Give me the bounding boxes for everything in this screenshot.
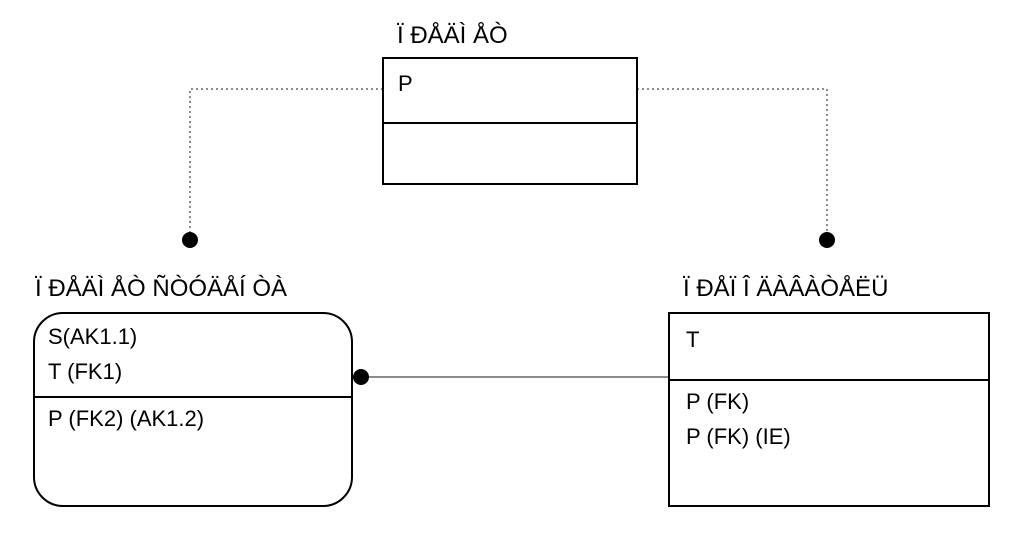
entity-top-title: Ï ÐÅÄÌ ÅÒ bbox=[397, 22, 508, 49]
entity-right-key-attr: T bbox=[686, 327, 700, 352]
relationship-top-left-end-dot bbox=[182, 232, 198, 248]
entity-left-attr-1: P (FK2) (AK1.2) bbox=[48, 406, 205, 431]
entity-right-attr-1: P (FK) bbox=[686, 389, 750, 414]
entity-top[interactable]: P bbox=[382, 57, 638, 185]
entity-top-key-section bbox=[384, 59, 636, 124]
entity-right[interactable]: T P (FK) P (FK) (IE) bbox=[668, 312, 990, 507]
relationship-top-right-end-dot bbox=[819, 232, 835, 248]
relationship-top-left bbox=[189, 88, 383, 238]
entity-left-key-attr-1: S(AK1.1) bbox=[48, 324, 138, 349]
entity-left-key-section bbox=[35, 314, 351, 398]
entity-right-key-section bbox=[670, 314, 988, 381]
entity-left-key-attr-2: T (FK1) bbox=[48, 359, 123, 384]
entity-right-title: Ï ÐÅÏ Î ÄÀÂÀÒÅËÜ bbox=[683, 275, 889, 302]
entity-top-key-attr: P bbox=[398, 71, 413, 96]
entity-left-title: Ï ÐÅÄÌ ÅÒ ÑÒÓÄÅÍ ÒÀ bbox=[35, 275, 288, 302]
relationship-right-left-end-dot bbox=[353, 369, 369, 385]
entity-left[interactable]: S(AK1.1) T (FK1) P (FK2) (AK1.2) bbox=[33, 312, 353, 507]
relationship-top-right bbox=[637, 88, 828, 238]
entity-right-attr-2: P (FK) (IE) bbox=[686, 424, 791, 449]
